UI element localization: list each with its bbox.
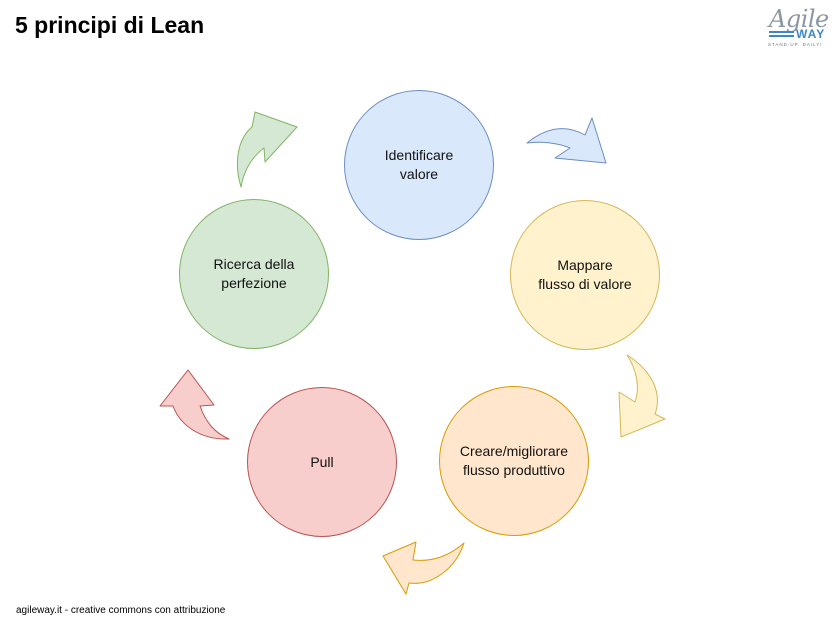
- footer-attribution: agileway.it - creative commons con attri…: [16, 605, 226, 616]
- logo-line: [769, 31, 794, 33]
- node-label: Creare/migliorare flusso produttivo: [459, 443, 569, 478]
- arrow-creare-to-pull: [382, 541, 465, 595]
- page-title: 5 principi di Lean: [15, 12, 205, 38]
- arrow-pull-to-ricerca: [159, 369, 230, 440]
- node-label: Identificare valore: [384, 147, 454, 182]
- node-ricerca-perfezione: Ricerca della perfezione: [179, 199, 329, 349]
- node-pull: Pull: [247, 387, 397, 537]
- arrow-mappare-to-creare: [618, 354, 666, 438]
- node-mappare-flusso: Mappare flusso di valore: [510, 200, 660, 350]
- logo-wordmark: Agile: [769, 5, 829, 33]
- node-identificare-valore: Identificare valore: [344, 90, 494, 240]
- arrow-ricerca-to-identificare: [236, 111, 298, 188]
- arrow-identificare-to-mappare: [526, 117, 607, 164]
- logo-subword: WAY: [796, 27, 826, 41]
- agileway-logo: Agile WAY STAND-UP. DAILY!: [760, 5, 832, 50]
- node-label: Mappare flusso di valore: [538, 257, 632, 292]
- node-creare-flusso: Creare/migliorare flusso produttivo: [439, 386, 589, 536]
- node-label: Ricerca della perfezione: [213, 256, 295, 291]
- node-label: Pull: [310, 453, 334, 470]
- logo-line: [769, 35, 794, 37]
- logo-tagline: STAND-UP. DAILY!: [768, 42, 823, 47]
